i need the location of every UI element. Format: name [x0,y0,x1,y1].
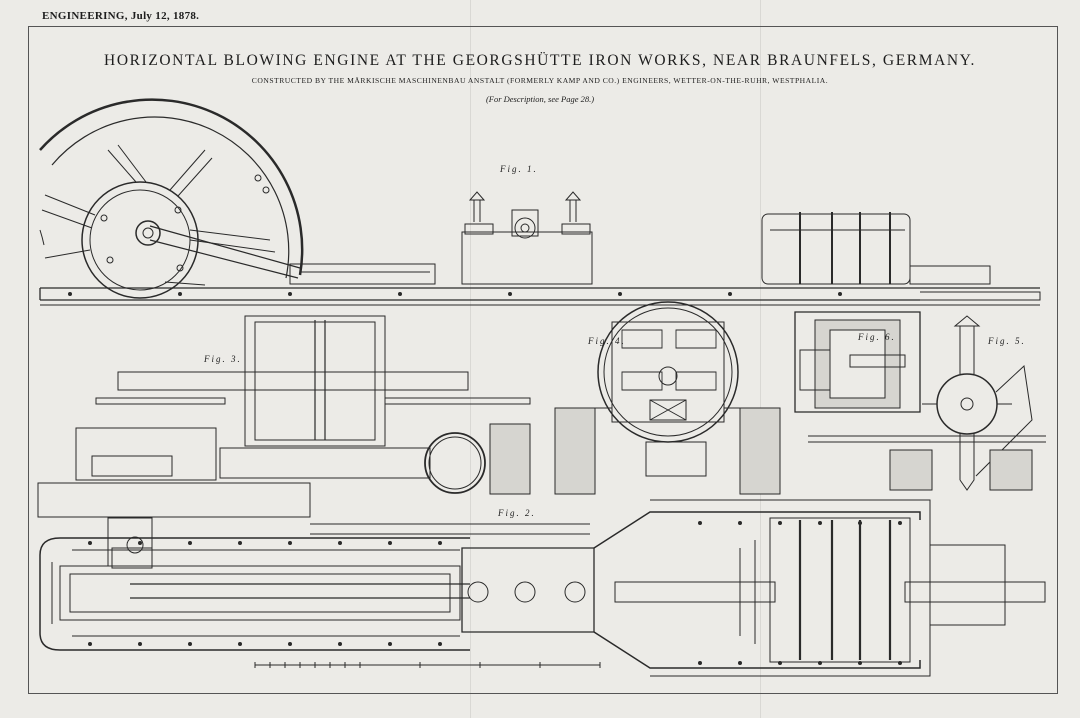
plate-border [28,26,1058,694]
plate-title: HORIZONTAL BLOWING ENGINE AT THE GEORGSH… [104,52,976,69]
fig3-shaft [118,372,468,390]
fig5-governor-detail [808,316,1046,490]
paper-fold [760,0,761,718]
description-note: (For Description, see Page 28.) [485,94,595,104]
fig2-label: Fig. 2. [498,508,536,518]
fig4-label: Fig. 4. [588,336,626,346]
blowing-cylinder [762,214,910,284]
engine-frame [462,232,592,284]
fig3-section [38,316,530,517]
fig6-valve-detail [795,312,920,412]
fig3-label: Fig. 3. [204,354,242,364]
fig2-plan-view [40,500,1045,676]
fig3-pipe-section [425,433,485,493]
flywheel [40,100,302,298]
paper-fold [470,0,471,718]
fig6-label: Fig. 6. [858,332,896,342]
fig3-foundation [38,483,310,517]
fig1-label: Fig. 1. [500,164,538,174]
fig5-label: Fig. 5. [988,336,1026,346]
fig1-side-elevation [40,100,1040,305]
plate-subtitle: CONSTRUCTED BY THE MÄRKISCHE MASCHINENBA… [251,76,829,85]
fig3-cylinder-section [245,316,385,446]
fig4-end-view [555,302,780,494]
masthead: ENGINEERING, July 12, 1878. [42,10,200,22]
